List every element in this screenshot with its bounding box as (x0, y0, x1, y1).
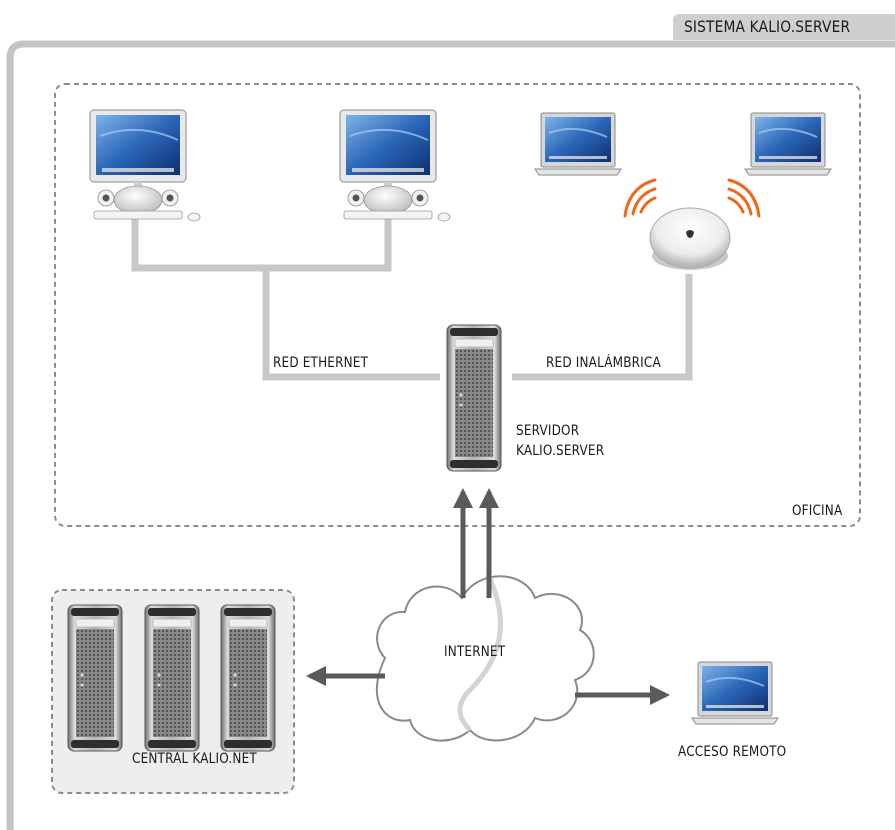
internet-label: INTERNET (444, 644, 506, 660)
desktop-computer-icon (89, 109, 201, 222)
ethernet-cables (131, 218, 440, 381)
diagram-title: SISTEMA KALIO.SERVER (684, 17, 851, 36)
laptop-icon (691, 661, 779, 725)
title-tab (673, 14, 895, 40)
remote-label: ACCESO REMOTO (678, 744, 787, 760)
laptop-icon (744, 112, 832, 176)
office-label: OFICINA (792, 503, 843, 519)
wireless-base-station-icon (649, 207, 731, 270)
server-label-line2: KALIO.SERVER (516, 443, 605, 459)
desktop-computer-icon (339, 109, 451, 222)
tower-server-icon (220, 604, 276, 752)
ethernet-label: RED ETHERNET (273, 355, 369, 371)
office-zone (54, 83, 861, 527)
system-frame (6, 40, 895, 830)
wireless-cable (512, 274, 693, 381)
tower-server-icon (144, 604, 200, 752)
wireless-label: RED INALÁMBRICA (546, 355, 661, 371)
server-label-line1: SERVIDOR (516, 423, 580, 439)
central-label: CENTRAL KALIO.NET (132, 751, 257, 767)
cloud-icon (375, 575, 595, 742)
tower-server-icon (446, 324, 502, 472)
laptop-icon (534, 112, 622, 176)
wifi-waves-icon (623, 178, 761, 218)
tower-server-icon (67, 604, 123, 752)
